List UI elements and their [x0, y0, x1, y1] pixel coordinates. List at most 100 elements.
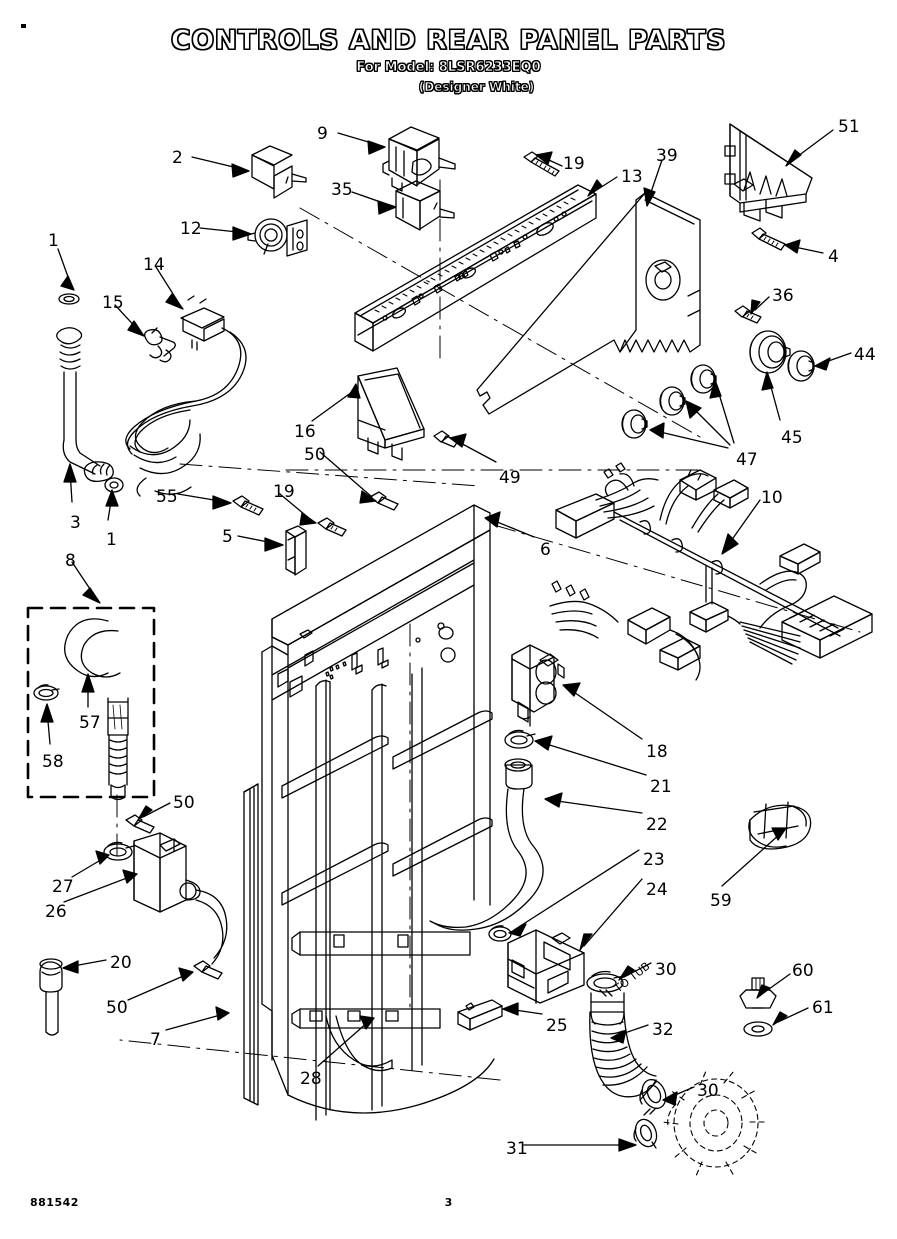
- reference-pump-assembly: [661, 1070, 767, 1177]
- model-line: For Model: 8LSR6233EQ0: [356, 60, 541, 76]
- callout-number-58: 58: [42, 752, 64, 772]
- callout-number-57: 57: [79, 713, 101, 733]
- part-24-pump-mount: [507, 929, 585, 1004]
- part-50-screw-lower: [193, 960, 223, 980]
- part-31-clamp-bottom: [633, 1118, 658, 1149]
- callout-number-47: 47: [736, 450, 758, 470]
- callout-number-1: 1: [48, 231, 59, 251]
- assembly-centerlines: [116, 179, 861, 1081]
- part-32-corrugated-hose: [589, 992, 657, 1101]
- part-1-washer-upper: [58, 293, 80, 305]
- part-47-knob-b: [659, 386, 686, 416]
- callout-number-24: 24: [646, 880, 668, 900]
- callout-number-2: 2: [172, 148, 183, 168]
- part-47-knob-c: [621, 409, 648, 439]
- part-8-dashed-group-box: [26, 606, 156, 799]
- leader-lines: [40, 129, 852, 1152]
- part-9-timer: [382, 126, 456, 192]
- page-title: CONTROLS AND REAR PANEL PARTS: [170, 25, 727, 56]
- part-5-clip: [285, 525, 307, 576]
- callout-number-27: 27: [52, 877, 74, 897]
- callout-number-14: 14: [143, 255, 165, 275]
- callout-number-16: 16: [294, 422, 316, 442]
- diagram-header: CONTROLS AND REAR PANEL PARTS For Model:…: [0, 25, 897, 95]
- callout-number-6: 6: [540, 540, 551, 560]
- part-45-timer-knob: [749, 330, 791, 374]
- page-number: 3: [444, 1196, 453, 1209]
- callout-number-50: 50: [173, 793, 195, 813]
- part-28-bottom-bracket: [291, 931, 471, 1072]
- part-27-clamp: [103, 841, 135, 861]
- callout-number-5: 5: [222, 527, 233, 547]
- callout-number-49: 49: [499, 468, 521, 488]
- callout-number-45: 45: [781, 428, 803, 448]
- callout-number-22: 22: [646, 815, 668, 835]
- registration-mark: [21, 24, 26, 28]
- part-39-console-bracket: [476, 192, 701, 415]
- part-4-screw: [751, 227, 786, 251]
- part-21-clamp: [504, 729, 536, 749]
- callout-number-59: 59: [710, 891, 732, 911]
- part-10-wire-harness: [549, 462, 873, 681]
- part-15-wire-clip: [144, 327, 176, 363]
- part-51-top-brace: [724, 123, 813, 222]
- callout-number-60: 60: [792, 961, 814, 981]
- part-35-switch: [395, 180, 455, 231]
- callout-number-28: 28: [300, 1069, 322, 1089]
- part-13-console-panel: [354, 184, 597, 352]
- part-30-clamp-lower: [639, 1078, 667, 1116]
- callout-number-8: 8: [65, 551, 76, 571]
- callout-number-3: 3: [70, 513, 81, 533]
- callout-number-51: 51: [838, 117, 860, 137]
- callout-number-4: 4: [828, 247, 839, 267]
- callout-number-12: 12: [180, 219, 202, 239]
- callout-number-10: 10: [761, 488, 783, 508]
- callout-number-55: 55: [156, 487, 178, 507]
- part-2-switch-block: [251, 145, 307, 199]
- part-36-screw: [734, 305, 762, 324]
- part-14-power-cord: [125, 295, 247, 497]
- part-60-bolt: [739, 977, 777, 1009]
- part-18-inlet-valve: [511, 644, 565, 727]
- part-57-fill-hose: [64, 618, 129, 801]
- callout-number-19: 19: [273, 482, 295, 502]
- callout-number-23: 23: [643, 850, 665, 870]
- callout-number-15: 15: [102, 293, 124, 313]
- part-55-screw: [232, 495, 264, 516]
- part-30-clamp-upper: [586, 970, 625, 997]
- callout-number-30: 30: [697, 1081, 719, 1101]
- part-25-bracket: [457, 999, 503, 1031]
- part-23-clamp: [488, 925, 512, 942]
- callout-number-13: 13: [621, 167, 643, 187]
- part-61-washer: [743, 1021, 773, 1037]
- callout-number-9: 9: [317, 124, 328, 144]
- callout-number-31: 31: [506, 1139, 528, 1159]
- callout-number-20: 20: [110, 953, 132, 973]
- callout-number-7: 7: [150, 1030, 161, 1050]
- part-58-hose-clamp: [33, 684, 60, 701]
- callout-number-32: 32: [652, 1020, 674, 1040]
- callout-number-50: 50: [304, 445, 326, 465]
- part-44-knob: [787, 350, 815, 382]
- part-1-washer-lower: [104, 477, 124, 493]
- callout-number-61: 61: [812, 998, 834, 1018]
- part-12-pressure-switch: [247, 218, 308, 257]
- callout-number-18: 18: [646, 742, 668, 762]
- callout-number-1: 1: [106, 530, 117, 550]
- callout-number-50: 50: [106, 998, 128, 1018]
- part-19-screw-middle: [317, 517, 347, 537]
- part-20-cap: [39, 958, 63, 1036]
- callout-number-30: 30: [655, 960, 677, 980]
- callout-number-21: 21: [650, 777, 672, 797]
- part-22-drain-hose: [429, 758, 544, 931]
- callout-number-19: 19: [563, 154, 585, 174]
- part-16-end-cap: [357, 367, 425, 461]
- callout-number-35: 35: [331, 180, 353, 200]
- callout-number-25: 25: [546, 1016, 568, 1036]
- variant-line: (Designer White): [418, 80, 535, 95]
- part-59-hose-clip: [748, 801, 812, 850]
- part-6-rear-panel: [243, 504, 495, 1121]
- document-number: 881542: [30, 1196, 79, 1209]
